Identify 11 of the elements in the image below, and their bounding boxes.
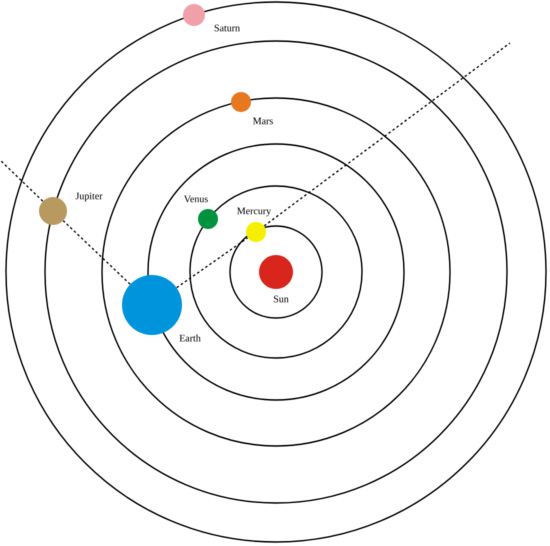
planet-label: Jupiter (76, 192, 102, 202)
planet-label: Sun (274, 296, 289, 302)
planet-label: Mercury (237, 208, 272, 216)
planet-label: Earth (180, 334, 201, 342)
dashed-line (62, 220, 131, 285)
planet-label: Venus (184, 196, 208, 202)
dashed-line (176, 237, 248, 288)
dashed-line (0, 160, 44, 202)
planet-label: Saturn (214, 24, 240, 32)
planet-label: Mars (253, 118, 273, 124)
dashed-line (264, 42, 510, 226)
